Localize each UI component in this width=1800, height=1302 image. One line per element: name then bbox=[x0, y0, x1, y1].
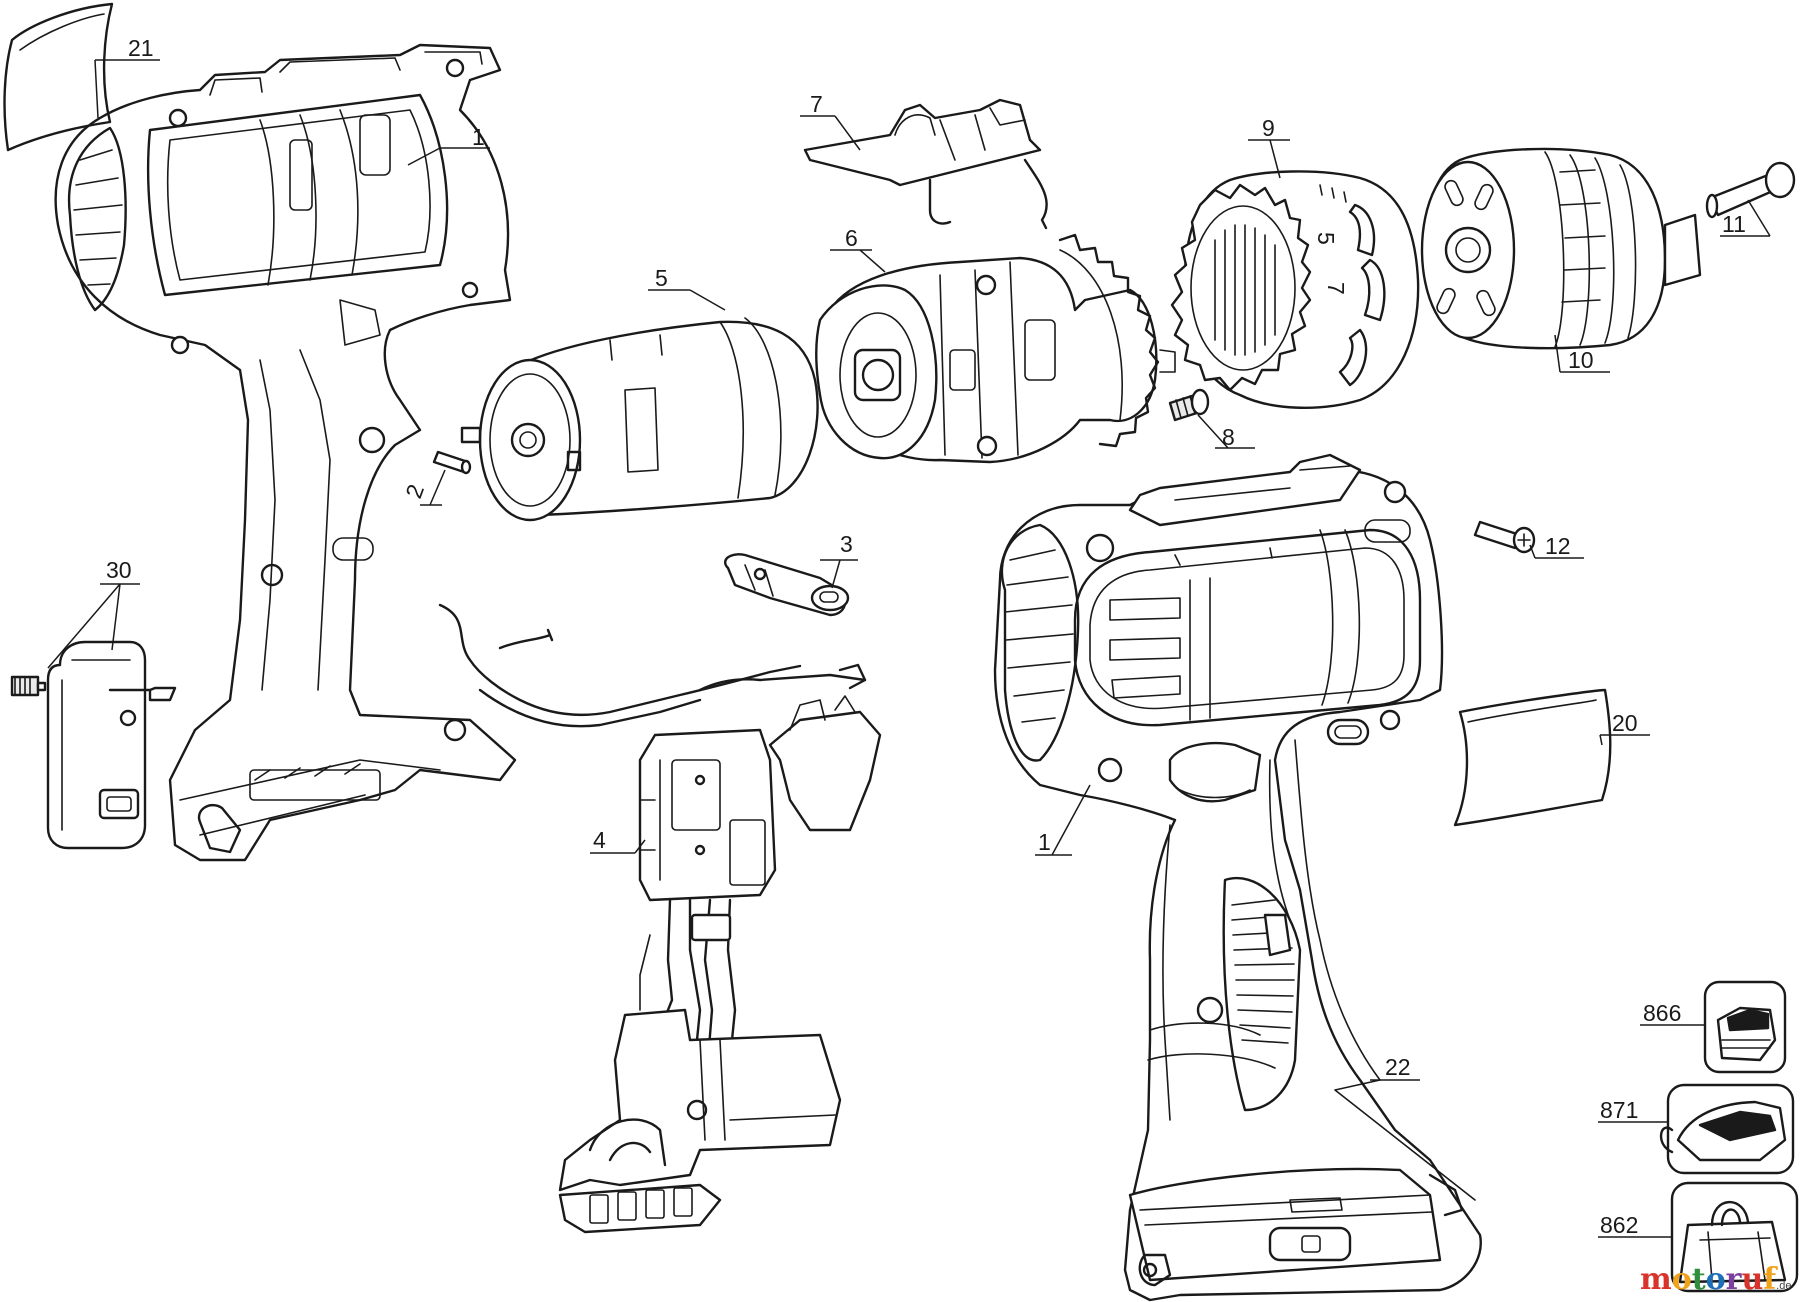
wm-letter: o bbox=[1705, 1262, 1726, 1297]
callout-21: 21 bbox=[128, 35, 154, 61]
chuck-10 bbox=[1420, 147, 1702, 350]
watermark-logo: motoruf.de bbox=[1640, 1262, 1791, 1297]
chuck-screw-11 bbox=[1705, 161, 1796, 219]
callout-20: 20 bbox=[1612, 710, 1638, 736]
dial-mark-5: 5 bbox=[1313, 232, 1339, 245]
callout-1-left: 1 bbox=[472, 124, 485, 150]
callout-866: 866 bbox=[1643, 1000, 1681, 1026]
screw-12 bbox=[1473, 520, 1536, 554]
callout-871: 871 bbox=[1600, 1097, 1638, 1123]
leader-lines bbox=[47, 59, 1771, 1238]
switch-assembly-4 bbox=[438, 603, 882, 1234]
switch-plate-7 bbox=[803, 98, 1048, 230]
callout-22: 22 bbox=[1385, 1054, 1411, 1080]
wm-letter: f bbox=[1763, 1262, 1777, 1297]
callout-12: 12 bbox=[1545, 533, 1571, 559]
callout-11: 11 bbox=[1722, 211, 1746, 237]
callout-7: 7 bbox=[810, 91, 823, 117]
callout-2: 2 bbox=[400, 481, 429, 502]
wm-letter: o bbox=[1671, 1262, 1692, 1297]
callout-labels: 21 1 7 9 11 5 6 10 8 2 3 12 30 20 4 1 86… bbox=[106, 35, 1746, 1238]
wm-letter: t bbox=[1691, 1262, 1706, 1297]
bag-862 bbox=[1670, 1181, 1799, 1293]
callout-5: 5 bbox=[655, 265, 668, 291]
left-housing-half bbox=[54, 43, 517, 862]
callout-6: 6 bbox=[845, 225, 858, 251]
dial-mark-7: 7 bbox=[1323, 282, 1349, 295]
callout-8: 8 bbox=[1222, 424, 1235, 450]
brush-3 bbox=[724, 553, 850, 617]
callout-10: 10 bbox=[1568, 347, 1594, 373]
charger-871 bbox=[1659, 1083, 1795, 1175]
clutch-ring-9: 5 7 bbox=[1170, 170, 1420, 409]
callout-30: 30 bbox=[106, 557, 132, 583]
motor-5 bbox=[460, 317, 819, 522]
screw-8 bbox=[1168, 388, 1210, 422]
right-housing-assembled bbox=[993, 453, 1482, 1302]
gearbox-6 bbox=[815, 233, 1176, 464]
callout-3: 3 bbox=[840, 531, 853, 557]
battery-pointer-22 bbox=[1334, 1089, 1476, 1201]
pin-2 bbox=[432, 450, 472, 475]
wm-suffix: .de bbox=[1776, 1280, 1792, 1292]
callout-862: 862 bbox=[1600, 1212, 1638, 1238]
callout-9: 9 bbox=[1262, 115, 1275, 141]
label-sheet-21 bbox=[3, 2, 114, 152]
wm-letter: m bbox=[1640, 1262, 1672, 1297]
label-sheet-20 bbox=[1453, 688, 1612, 827]
callout-1-right: 1 bbox=[1038, 829, 1051, 855]
battery-pack-866 bbox=[1703, 980, 1787, 1074]
wm-letter: u bbox=[1741, 1262, 1764, 1297]
belt-clip-30 bbox=[10, 640, 177, 850]
callout-4: 4 bbox=[593, 827, 606, 853]
wm-letter: r bbox=[1725, 1262, 1742, 1297]
